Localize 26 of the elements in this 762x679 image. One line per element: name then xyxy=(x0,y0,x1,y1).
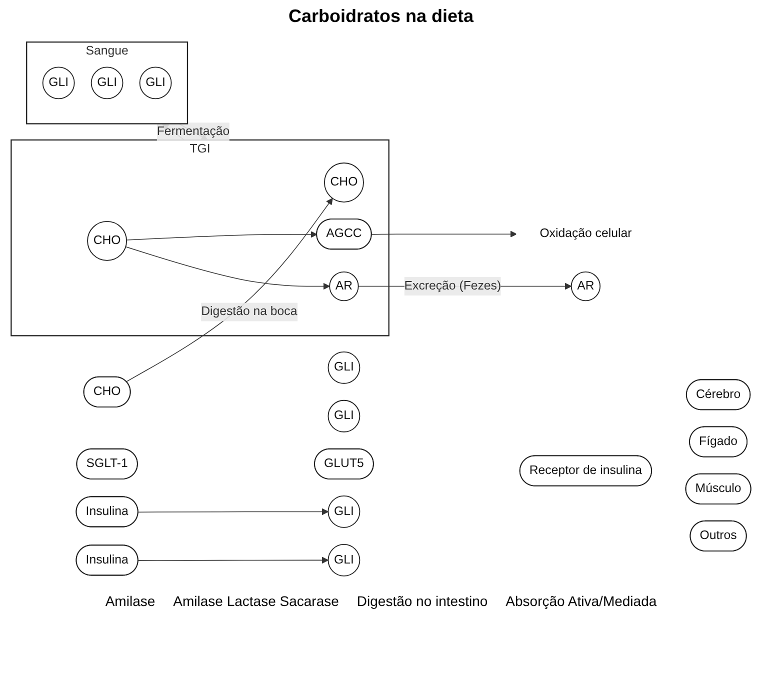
note-text: Amilase xyxy=(105,593,156,609)
arrow xyxy=(371,230,517,238)
edge-label: Excreção (Fezes) xyxy=(404,279,502,292)
arrow xyxy=(126,231,318,240)
node-circle: GLI xyxy=(328,400,360,432)
node-circle: GLI xyxy=(139,66,172,100)
note-text: Absorção Ativa/Mediada xyxy=(506,593,657,609)
node-text: Oxidação celular xyxy=(540,227,632,240)
node-circle: GLI xyxy=(328,351,360,384)
node-circle: AR xyxy=(570,271,601,302)
note-text: Digestão no intestino xyxy=(356,593,488,609)
node-circle: CHO xyxy=(324,162,364,202)
edge-label: Digestão na boca xyxy=(201,305,298,318)
arrow xyxy=(138,508,329,516)
diagram-title: Carboidratos na dieta xyxy=(287,6,475,27)
note-text: Amilase Lactase Sacarase xyxy=(173,593,339,609)
arrow xyxy=(125,246,330,290)
node-circle: GLI xyxy=(42,66,75,100)
arrow xyxy=(138,556,329,564)
node-circle: GLI xyxy=(328,496,360,528)
node-circle: GLI xyxy=(90,66,124,100)
node-circle: CHO xyxy=(87,220,128,261)
arrow xyxy=(126,198,333,382)
node-circle: AR xyxy=(329,271,359,302)
node-circle: GLI xyxy=(328,544,360,576)
edge-label: Fermentação xyxy=(156,124,230,138)
